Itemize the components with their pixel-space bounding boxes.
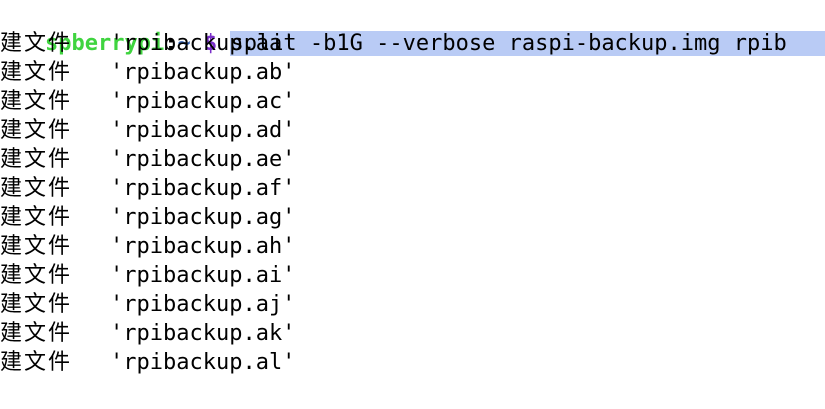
output-prefix: 建文件 [0, 234, 73, 259]
output-prefix: 建文件 [0, 263, 73, 288]
selected-command[interactable]: split -b1G --verbose raspi-backup.img rp… [230, 31, 825, 56]
output-filename: 'rpibackup.ad' [110, 118, 296, 143]
output-filename: 'rpibackup.ag' [110, 205, 296, 230]
output-prefix: 建文件 [0, 31, 73, 56]
output-filename: 'rpibackup.aj' [110, 292, 296, 317]
output-line: 建文件 'rpibackup.aj' [0, 290, 295, 319]
prompt-host: spberrypi [44, 31, 165, 56]
output-line: 建文件 'rpibackup.aa' [0, 29, 295, 58]
output-filename: 'rpibackup.al' [110, 350, 296, 375]
output-prefix: 建文件 [0, 292, 73, 317]
output-prefix: 建文件 [0, 147, 73, 172]
output-line: 建文件 'rpibackup.ae' [0, 145, 295, 174]
output-line: 建文件 'rpibackup.al' [0, 348, 295, 377]
output-line: 建文件 'rpibackup.ai' [0, 261, 295, 290]
output-filename: 'rpibackup.ab' [110, 60, 296, 85]
output-filename: 'rpibackup.af' [110, 176, 296, 201]
output-line: 建文件 'rpibackup.ab' [0, 58, 295, 87]
output-line: 建文件 'rpibackup.ac' [0, 87, 295, 116]
output-filename: 'rpibackup.aa' [110, 31, 296, 56]
output-prefix: 建文件 [0, 205, 73, 230]
output-filename: 'rpibackup.ae' [110, 147, 296, 172]
output-prefix: 建文件 [0, 89, 73, 114]
prompt-line: spberrypi:~ $ split -b1G --verbose raspi… [0, 0, 825, 56]
output-line: 建文件 'rpibackup.af' [0, 174, 295, 203]
output-line: 建文件 'rpibackup.ak' [0, 319, 295, 348]
prompt-path: ~ [177, 31, 191, 56]
output-filename: 'rpibackup.ai' [110, 263, 296, 288]
output-prefix: 建文件 [0, 350, 73, 375]
output-line: 建文件 'rpibackup.ah' [0, 232, 295, 261]
output-filename: 'rpibackup.ak' [110, 321, 296, 346]
output-prefix: 建文件 [0, 176, 73, 201]
output-prefix: 建文件 [0, 321, 73, 346]
output-line: 建文件 'rpibackup.ad' [0, 116, 295, 145]
output-prefix: 建文件 [0, 118, 73, 143]
output-prefix: 建文件 [0, 60, 73, 85]
output-filename: 'rpibackup.ah' [110, 234, 296, 259]
output-line: 建文件 'rpibackup.ag' [0, 203, 295, 232]
output-filename: 'rpibackup.ac' [110, 89, 296, 114]
prompt-symbol: $ [203, 31, 218, 56]
prompt-separator: : [164, 31, 178, 56]
